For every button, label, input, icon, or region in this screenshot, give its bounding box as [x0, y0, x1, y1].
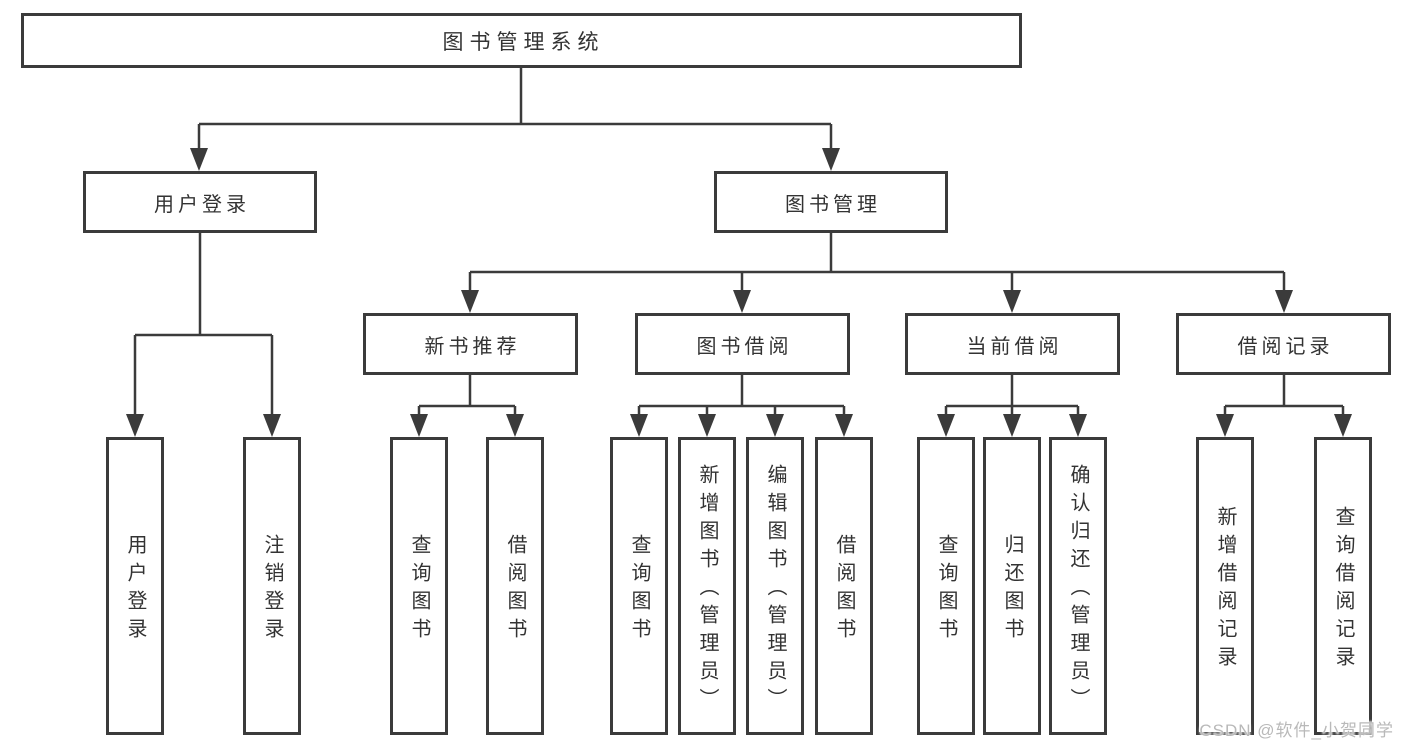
node-library-management-system: 图书管理系统 [21, 13, 1022, 68]
node-label: 确认归还（管理员） [1067, 464, 1089, 716]
arrowhead-icon [410, 414, 428, 437]
arrowhead-icon [630, 414, 648, 437]
node-label: 借阅记录 [1237, 335, 1334, 358]
arrowhead-icon [506, 414, 524, 437]
node-label: 图书借阅 [696, 335, 793, 358]
arrowhead-icon [835, 414, 853, 437]
arrowhead-icon [1003, 290, 1021, 313]
leaf-add-books-admin: 新增图书（管理员） [678, 437, 736, 735]
node-label: 用户登录 [124, 534, 146, 646]
arrowhead-icon [1003, 414, 1021, 437]
node-label: 查询图书 [408, 534, 430, 646]
connector-user-branch [126, 233, 281, 437]
arrowhead-icon [1275, 290, 1293, 313]
node-borrow-records: 借阅记录 [1176, 313, 1391, 375]
leaf-logout: 注销登录 [243, 437, 301, 735]
arrowhead-icon [461, 290, 479, 313]
arrowhead-icon [937, 414, 955, 437]
leaf-query-books-current: 查询图书 [917, 437, 975, 735]
leaf-user-login: 用户登录 [106, 437, 164, 735]
node-label: 查询图书 [628, 534, 650, 646]
arrowhead-icon [1334, 414, 1352, 437]
node-book-borrow: 图书借阅 [635, 313, 850, 375]
connector-borrow-records [1216, 375, 1352, 437]
node-label: 注销登录 [261, 534, 283, 646]
connector-new-books [410, 375, 524, 437]
connector-book-borrow [630, 375, 853, 437]
node-label: 图书管理系统 [442, 30, 605, 54]
arrowhead-icon [1216, 414, 1234, 437]
leaf-query-borrow-record: 查询借阅记录 [1314, 437, 1372, 735]
arrowhead-icon [126, 414, 144, 437]
node-label: 图书管理 [785, 193, 881, 216]
leaf-borrow-books-recommend: 借阅图书 [486, 437, 544, 735]
connector-root-to-level1 [190, 68, 840, 171]
node-new-book-recommend: 新书推荐 [363, 313, 578, 375]
node-current-borrow: 当前借阅 [905, 313, 1120, 375]
node-label: 归还图书 [1001, 534, 1023, 646]
connector-current-borrow [937, 375, 1087, 437]
node-user-login-branch: 用户登录 [83, 171, 317, 233]
arrowhead-icon [263, 414, 281, 437]
arrowhead-icon [190, 148, 208, 171]
leaf-query-books: 查询图书 [610, 437, 668, 735]
node-label: 新增借阅记录 [1214, 506, 1236, 674]
csdn-watermark: CSDN @软件_小贺同学 [1199, 721, 1394, 740]
node-book-management-branch: 图书管理 [714, 171, 948, 233]
arrowhead-icon [1069, 414, 1087, 437]
leaf-borrow-books: 借阅图书 [815, 437, 873, 735]
node-label: 编辑图书（管理员） [764, 464, 786, 716]
node-label: 新书推荐 [424, 335, 521, 358]
node-label: 借阅图书 [833, 534, 855, 646]
node-label: 当前借阅 [966, 335, 1063, 358]
leaf-query-books-recommend: 查询图书 [390, 437, 448, 735]
leaf-return-books: 归还图书 [983, 437, 1041, 735]
arrowhead-icon [766, 414, 784, 437]
node-label: 新增图书（管理员） [696, 464, 718, 716]
connector-book-branch [461, 233, 1293, 313]
arrowhead-icon [822, 148, 840, 171]
leaf-confirm-return-admin: 确认归还（管理员） [1049, 437, 1107, 735]
arrowhead-icon [698, 414, 716, 437]
arrowhead-icon [733, 290, 751, 313]
node-label: 借阅图书 [504, 534, 526, 646]
node-label: 用户登录 [154, 193, 250, 216]
leaf-add-borrow-record: 新增借阅记录 [1196, 437, 1254, 735]
leaf-edit-books-admin: 编辑图书（管理员） [746, 437, 804, 735]
node-label: 查询图书 [935, 534, 957, 646]
node-label: 查询借阅记录 [1332, 506, 1354, 674]
